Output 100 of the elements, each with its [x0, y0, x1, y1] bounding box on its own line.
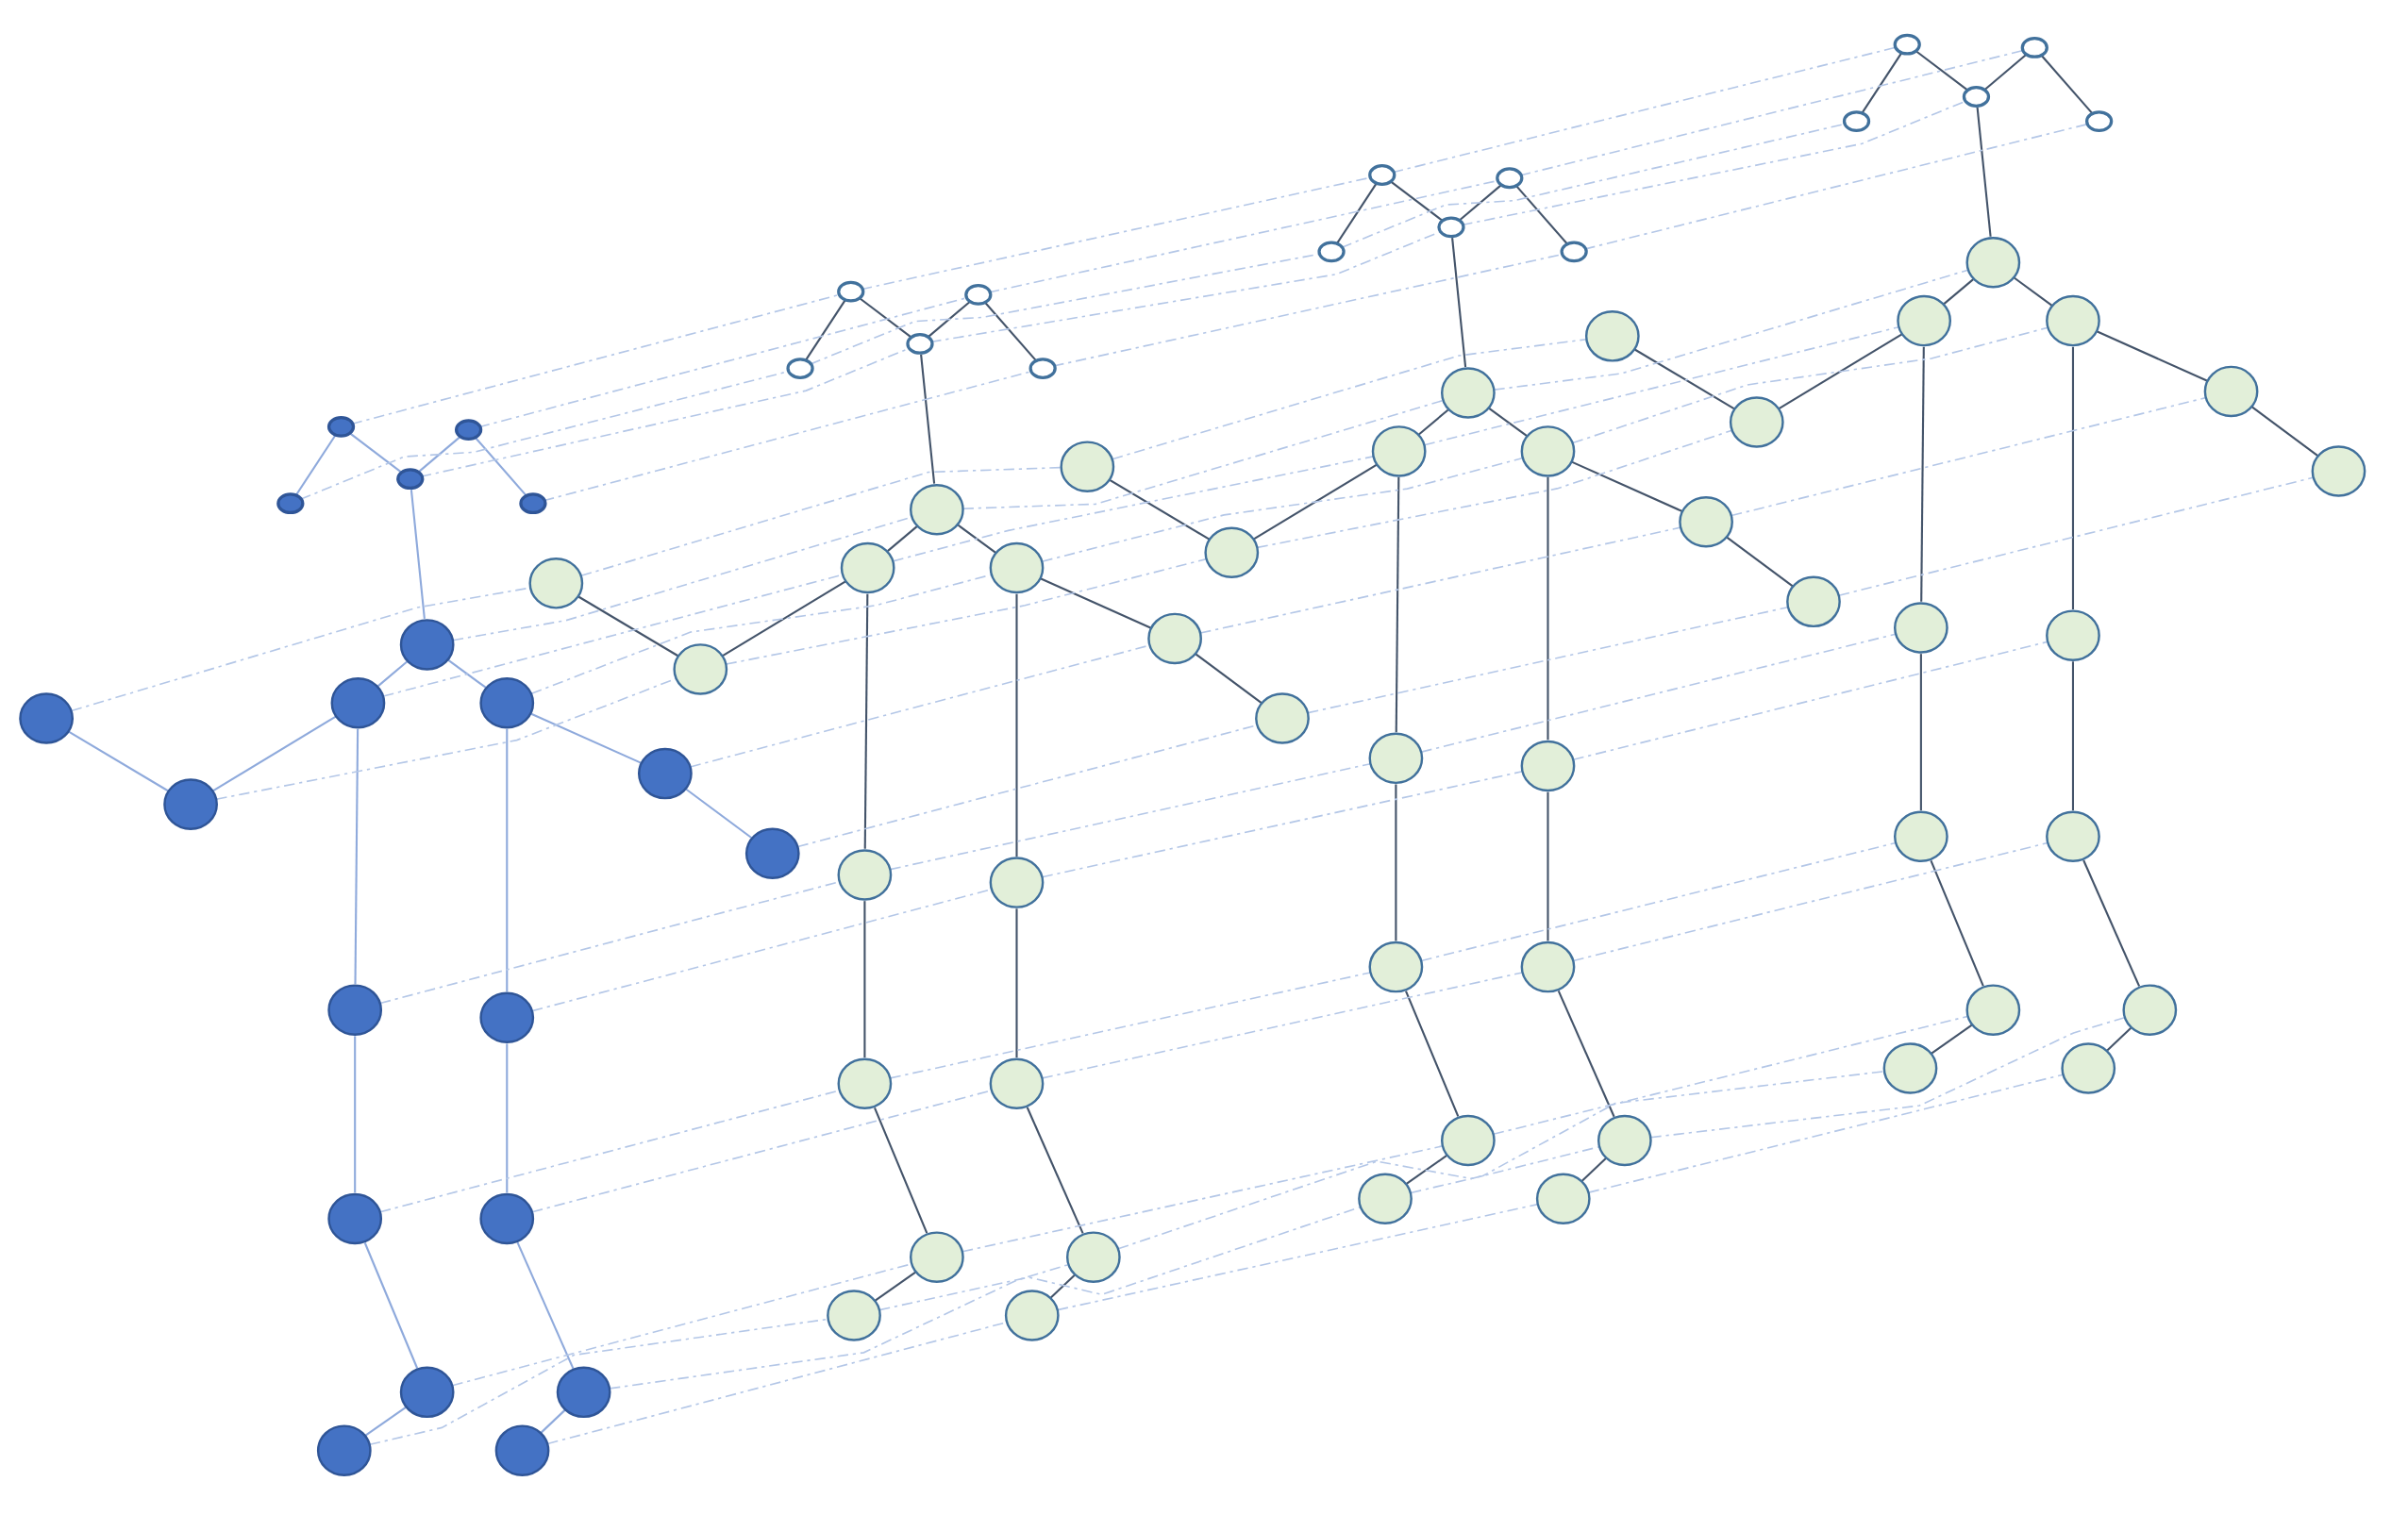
bone-line	[722, 580, 846, 658]
joint-circle	[1147, 612, 1202, 665]
joint-circle	[989, 857, 1045, 908]
bone-line	[1557, 990, 1615, 1118]
bone-line	[364, 1406, 407, 1437]
head-joint-circle	[1560, 241, 1588, 263]
bone-line	[376, 660, 409, 688]
joint-circle	[399, 1366, 455, 1419]
bone-line	[863, 593, 869, 849]
head-joint-circle	[906, 333, 934, 355]
bone-line	[859, 297, 912, 339]
bone-line	[1015, 593, 1018, 857]
bone-line	[1015, 908, 1018, 1058]
joint-circle	[1520, 941, 1576, 993]
joint-circle	[2046, 294, 2100, 347]
bone-line	[349, 432, 403, 474]
joint-circle	[2046, 609, 2100, 661]
bone-line	[1930, 859, 1984, 987]
bone-line	[1931, 1024, 1973, 1055]
joint-circle	[1597, 1114, 1652, 1167]
dashed-connector	[1420, 633, 1897, 753]
joint-circle	[2203, 365, 2259, 418]
joint-circle	[1965, 984, 2021, 1036]
head-joint-circle	[1893, 33, 1921, 56]
bone-line	[1253, 463, 1378, 541]
bone-line	[1395, 784, 1397, 941]
bone-line	[1405, 991, 1460, 1117]
joint-circle	[1204, 526, 1260, 579]
dashed-connector	[962, 1145, 1444, 1253]
joint-circle	[638, 747, 693, 800]
bone-line	[68, 730, 169, 792]
bone-line	[887, 525, 918, 552]
bone-line	[2014, 276, 2053, 307]
head-joint-circle	[396, 468, 425, 491]
bone-line	[475, 437, 527, 496]
joint-circle	[673, 643, 728, 695]
joint-circle	[910, 1231, 964, 1283]
dashed-connector	[878, 1206, 1362, 1311]
dashed-connector	[1731, 396, 2207, 517]
joint-circle	[989, 1057, 1045, 1109]
joint-circle	[2061, 1042, 2116, 1094]
joint-circle	[316, 1424, 372, 1476]
bone-line	[2071, 661, 2075, 811]
joint-circle	[2122, 984, 2178, 1036]
joint-circle	[479, 677, 535, 729]
bone-line	[984, 302, 1037, 361]
joint-circle	[1371, 425, 1427, 477]
bone-line	[417, 436, 461, 474]
bone-line	[1571, 460, 1683, 512]
bone-line	[1919, 654, 1922, 811]
joint-circle	[556, 1366, 611, 1419]
joint-circle	[1368, 732, 1424, 785]
bone-line	[685, 788, 753, 840]
bone-line	[1026, 1107, 1084, 1234]
joint-circle	[1368, 941, 1424, 993]
joint-circle	[837, 849, 893, 901]
head-joint-circle	[1962, 86, 1991, 108]
joint-circle	[1894, 602, 1948, 654]
head-joint-circle	[1496, 167, 1524, 190]
head-joint-circle	[454, 419, 483, 441]
joint-circle	[837, 1057, 893, 1109]
head-joint-circle	[2085, 110, 2114, 132]
bone-line	[1459, 184, 1502, 222]
head-joint-circle	[276, 492, 305, 515]
head-joint-circle	[519, 492, 547, 515]
bone-line	[1920, 346, 1925, 602]
joint-circle	[1679, 496, 1733, 548]
joint-circle	[399, 619, 455, 671]
bone-line	[1915, 50, 1968, 92]
head-joint-circle	[326, 415, 356, 438]
bone-line	[2082, 859, 2141, 987]
head-joint-circle	[2020, 37, 2048, 58]
head-joint-circle	[964, 284, 993, 306]
bone-line	[2040, 55, 2093, 114]
joint-circle	[1520, 425, 1576, 477]
bone-line	[1488, 407, 1528, 437]
joint-circle	[1729, 396, 1784, 448]
head-joint-circle	[1317, 241, 1346, 263]
bone-line	[1418, 408, 1449, 436]
bone-line	[1406, 1155, 1447, 1185]
bone-line	[1983, 53, 2028, 91]
joint-circle	[1004, 1290, 1060, 1341]
joint-circle	[163, 778, 218, 830]
joint-circle	[1520, 740, 1576, 792]
joint-circle	[1894, 810, 1948, 863]
joint-circle	[494, 1424, 550, 1476]
bone-line	[506, 1043, 509, 1193]
bone-line	[1634, 348, 1735, 410]
joint-circle	[1584, 310, 1640, 362]
joint-circle	[2311, 445, 2366, 497]
bone-line	[1976, 107, 1992, 237]
bone-line	[212, 715, 337, 792]
joint-circle	[19, 692, 74, 744]
joint-circle	[827, 1290, 881, 1341]
head-joint-circle	[1368, 164, 1396, 186]
joint-circle	[989, 541, 1045, 594]
head-joint-circle	[1842, 110, 1871, 132]
bone-line	[1390, 180, 1444, 222]
bone-line	[875, 1271, 916, 1302]
bone-line	[577, 595, 679, 658]
